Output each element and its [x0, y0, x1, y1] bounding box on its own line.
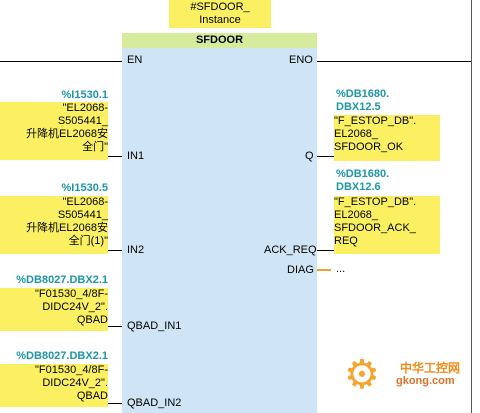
qbad-in1-operand[interactable]: "F01530_4/8F- DIDC24V_2". QBAD: [0, 288, 108, 331]
watermark-domain: gkong.com: [396, 375, 455, 387]
eno-wire: [317, 61, 471, 62]
gear-icon: ⚙: [344, 353, 380, 397]
ack-req-operand-line: EL2068_: [334, 209, 379, 221]
pin-in2: IN2: [127, 244, 145, 256]
power-rail: [471, 0, 472, 413]
in1-wire: [108, 156, 122, 157]
q-operand-line: "F_ESTOP_DB".: [334, 115, 417, 127]
pin-in1: IN1: [127, 150, 145, 162]
in1-address: %I1530.1: [61, 89, 108, 101]
ack-req-operand-line: SFDOOR_ACK_: [334, 222, 416, 234]
qbad-in2-address: %DB8027.DBX2.1: [16, 350, 108, 362]
ack-req-wire: [317, 250, 334, 251]
block-title: SFDOOR: [122, 33, 317, 48]
in1-operand-line: 全门": [82, 141, 108, 153]
pin-q: Q: [305, 150, 314, 162]
qbad-in1-operand-line: "F01530_4/8F-: [34, 288, 108, 300]
qbad-in2-wire: [108, 403, 122, 404]
ack-req-address-line: DBX12.6: [336, 181, 381, 193]
qbad-in2-operand-line: QBAD: [76, 390, 108, 402]
pin-qbad-in2: QBAD_IN2: [127, 397, 182, 409]
diag-operand[interactable]: ...: [336, 263, 346, 275]
instance-db-operand[interactable]: #SFDOOR_ Instance: [169, 0, 271, 28]
qbad-in2-operand-line: DIDC24V_2".: [42, 377, 108, 389]
in2-operand-line: S505441_: [57, 209, 108, 221]
function-block[interactable]: [122, 33, 317, 413]
in1-operand[interactable]: "EL2068- S505441_ 升降机EL2068安 全门": [0, 102, 108, 160]
ack-req-operand-line: "F_ESTOP_DB".: [334, 196, 417, 208]
in2-address: %I1530.5: [61, 182, 108, 194]
diag-wire: [317, 269, 331, 271]
q-operand-line: EL2068_: [334, 128, 379, 140]
instance-db-line2: Instance: [199, 14, 241, 26]
q-operand-line: SFDOOR_OK: [334, 141, 404, 153]
q-address-line: %DB1680.: [336, 88, 390, 100]
in2-wire: [108, 250, 122, 251]
q-address-line: DBX12.5: [336, 101, 381, 113]
pin-eno: ENO: [289, 54, 313, 66]
pin-ack-req: ACK_REQ: [264, 244, 317, 256]
in1-operand-line: S505441_: [57, 115, 108, 127]
qbad-in1-operand-line: QBAD: [76, 314, 108, 326]
in2-operand-line: 升降机EL2068安: [26, 222, 108, 234]
ack-req-operand-line: REQ: [334, 235, 358, 247]
in1-operand-line: "EL2068-: [62, 102, 109, 114]
in2-operand-line: "EL2068-: [62, 196, 109, 208]
qbad-in1-wire: [108, 326, 122, 327]
qbad-in1-operand-line: DIDC24V_2".: [42, 301, 108, 313]
qbad-in2-operand-line: "F01530_4/8F-: [34, 364, 108, 376]
ack-req-address-line: %DB1680.: [336, 168, 390, 180]
in2-operand-line: 全门(1)": [68, 235, 108, 247]
in1-operand-line: 升降机EL2068安: [26, 128, 108, 140]
qbad-in2-operand[interactable]: "F01530_4/8F- DIDC24V_2". QBAD: [0, 364, 108, 407]
ack-req-operand[interactable]: "F_ESTOP_DB". EL2068_ SFDOOR_ACK_ REQ: [334, 196, 440, 254]
pin-diag: DIAG: [287, 264, 314, 276]
watermark-logo: ⚙ 中华工控网 gkong.com: [344, 355, 472, 401]
watermark-brand: 中华工控网: [400, 361, 461, 375]
q-wire: [317, 156, 334, 157]
en-wire: [0, 61, 122, 62]
in2-operand[interactable]: "EL2068- S505441_ 升降机EL2068安 全门(1)": [0, 196, 108, 254]
qbad-in1-address: %DB8027.DBX2.1: [16, 274, 108, 286]
pin-qbad-in1: QBAD_IN1: [127, 320, 182, 332]
instance-db-line1: #SFDOOR_: [190, 1, 250, 13]
pin-en: EN: [127, 54, 143, 66]
q-operand[interactable]: "F_ESTOP_DB". EL2068_ SFDOOR_OK: [334, 115, 440, 161]
